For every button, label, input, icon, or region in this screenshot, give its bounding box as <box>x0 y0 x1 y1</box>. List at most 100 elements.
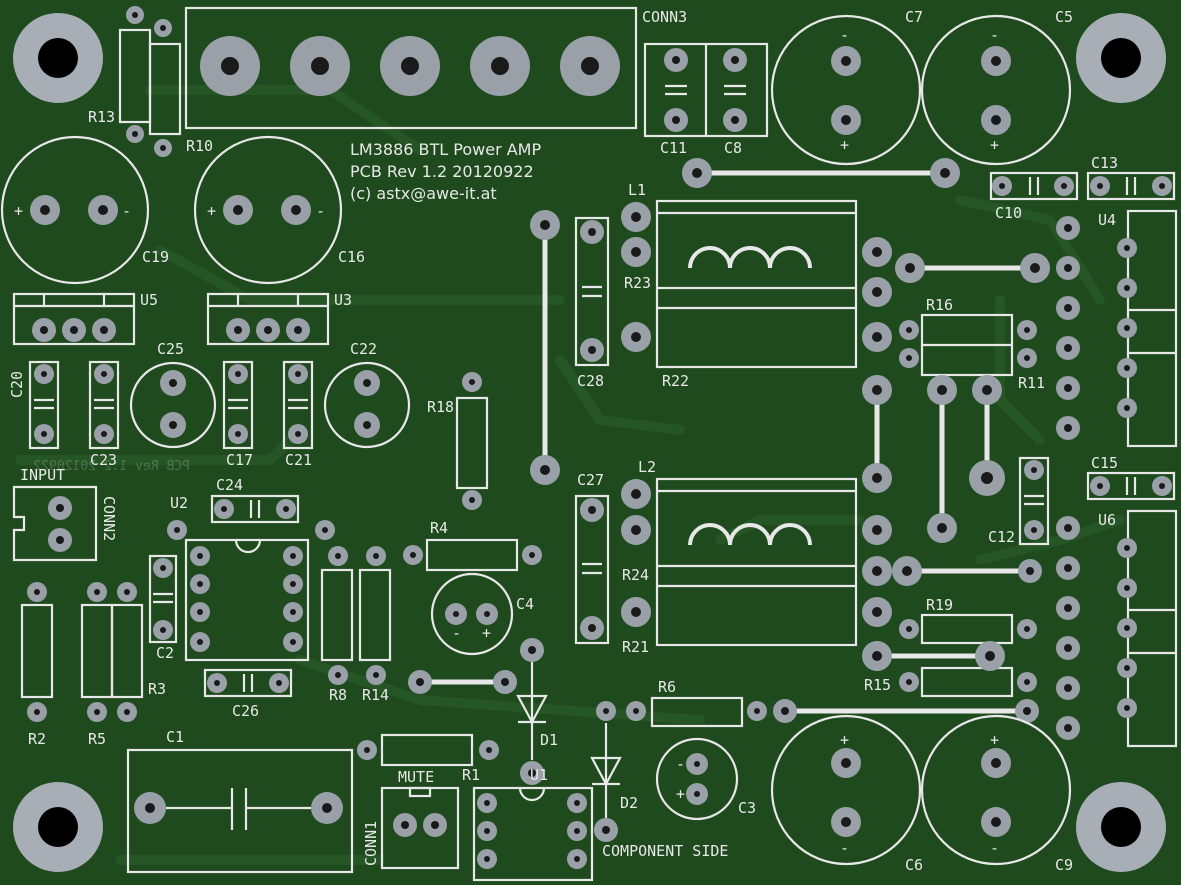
traces <box>417 170 1038 714</box>
svg-text:+: + <box>207 202 216 220</box>
label-u6: U6 <box>1098 511 1116 529</box>
svg-text:+: + <box>990 136 999 154</box>
svg-text:+: + <box>14 202 23 220</box>
svg-text:+: + <box>840 731 849 749</box>
label-c20: C20 <box>8 371 26 398</box>
label-c26: C26 <box>232 702 259 720</box>
label-r1: R1 <box>462 766 480 784</box>
l1-group: C28 L1 R23 R22 <box>530 158 1050 485</box>
label-r2: R2 <box>28 730 46 748</box>
svg-text:-: - <box>316 202 325 220</box>
label-r11: R11 <box>1018 374 1045 392</box>
label-c28: C28 <box>577 372 604 390</box>
mounting-holes <box>13 13 1166 872</box>
label-c27: C27 <box>577 471 604 489</box>
svg-text:+: + <box>676 785 685 803</box>
svg-text:-: - <box>122 202 131 220</box>
title-line-3: (c) astx@awe-it.at <box>350 184 497 203</box>
c11-c8: C11 C8 <box>643 42 769 157</box>
label-mute: MUTE <box>398 768 434 786</box>
label-r19: R19 <box>926 596 953 614</box>
label-r24: R24 <box>622 566 649 584</box>
inner-traces <box>15 85 1125 865</box>
c12-c15-u6: C12 C15 U6 <box>988 454 1178 748</box>
label-r14: R14 <box>362 686 389 704</box>
label-c25: C25 <box>157 340 184 358</box>
title-line-2: PCB Rev 1.2 20120922 <box>350 162 534 181</box>
c19-c16: + - + - C19 C16 <box>0 135 365 285</box>
label-l1: L1 <box>628 181 646 199</box>
label-r8: R8 <box>329 686 347 704</box>
label-c16: C16 <box>338 248 365 266</box>
c3: -+ C3 <box>655 737 756 821</box>
label-c6: C6 <box>905 856 923 874</box>
svg-text:-: - <box>676 755 685 773</box>
c7-c5: -+ -+ C7 C5 <box>770 8 1073 166</box>
board-title: LM3886 BTL Power AMP PCB Rev 1.2 2012092… <box>350 140 541 203</box>
label-r3: R3 <box>148 680 166 698</box>
label-u4: U4 <box>1098 211 1116 229</box>
svg-text:-: - <box>452 624 461 642</box>
label-c22: C22 <box>350 340 377 358</box>
label-u2: U2 <box>170 494 188 512</box>
u5-u3: U5 U3 <box>12 291 352 346</box>
svg-text:+: + <box>990 731 999 749</box>
label-c23: C23 <box>90 451 117 469</box>
svg-text:-: - <box>840 26 849 44</box>
r8-r14: R8 R14 <box>315 520 392 704</box>
label-u3: U3 <box>334 291 352 309</box>
conn3-pads <box>200 36 620 96</box>
u4: U4 <box>1056 209 1178 448</box>
label-c9: C9 <box>1055 856 1073 874</box>
c2: C2 <box>148 554 178 662</box>
decoupling-caps: C23 C17 C21 C20 <box>8 360 314 469</box>
label-c12: C12 <box>988 528 1015 546</box>
r2-r5-r3: R2 R5 R3 <box>20 582 166 748</box>
l2-group: C27 L2 R24 R21 <box>574 458 1005 671</box>
label-c4: C4 <box>516 595 534 613</box>
svg-text:+: + <box>482 624 491 642</box>
mirror-text: PCB Rev 1.2 20120922 <box>33 459 190 474</box>
u2: U2 C24 <box>167 476 310 662</box>
d2: D2 <box>590 723 638 842</box>
d1: D1 <box>408 638 558 785</box>
label-c15: C15 <box>1091 454 1118 472</box>
r16-r11: R16 R11 <box>899 296 1045 405</box>
svg-text:-: - <box>840 839 849 857</box>
r18: R18 <box>427 372 489 510</box>
label-r23: R23 <box>624 274 651 292</box>
label-r18: R18 <box>427 398 454 416</box>
r19-r15: R19 R15 <box>864 596 1037 698</box>
label-conn3: CONN3 <box>642 8 687 26</box>
label-c1: C1 <box>166 728 184 746</box>
label-c24: C24 <box>216 476 243 494</box>
label-c8: C8 <box>724 139 742 157</box>
label-u5: U5 <box>140 291 158 309</box>
svg-text:+: + <box>840 136 849 154</box>
label-c11: C11 <box>660 139 687 157</box>
component-side-label: COMPONENT SIDE <box>602 842 728 860</box>
label-conn2: CONN2 <box>100 496 118 541</box>
label-u1: U1 <box>530 766 548 784</box>
label-r21: R21 <box>622 638 649 656</box>
conn3: CONN3 <box>184 6 687 130</box>
svg-text:-: - <box>990 839 999 857</box>
c26: C26 <box>203 668 293 720</box>
u6-pins <box>1056 516 1137 740</box>
r6: R6 <box>596 678 1039 728</box>
label-c19: C19 <box>142 248 169 266</box>
label-c17: C17 <box>226 451 253 469</box>
u1: U1 <box>472 766 594 882</box>
label-c21: C21 <box>285 451 312 469</box>
input-conn2: INPUT CONN2 <box>12 466 118 562</box>
c10-c13: C10 C13 <box>989 154 1176 222</box>
label-c13: C13 <box>1091 154 1118 172</box>
label-c2: C2 <box>156 644 174 662</box>
label-r22: R22 <box>662 372 689 390</box>
label-input: INPUT <box>20 466 65 484</box>
label-c5: C5 <box>1055 8 1073 26</box>
label-r15: R15 <box>864 676 891 694</box>
svg-text:-: - <box>990 26 999 44</box>
label-r4: R4 <box>430 519 448 537</box>
